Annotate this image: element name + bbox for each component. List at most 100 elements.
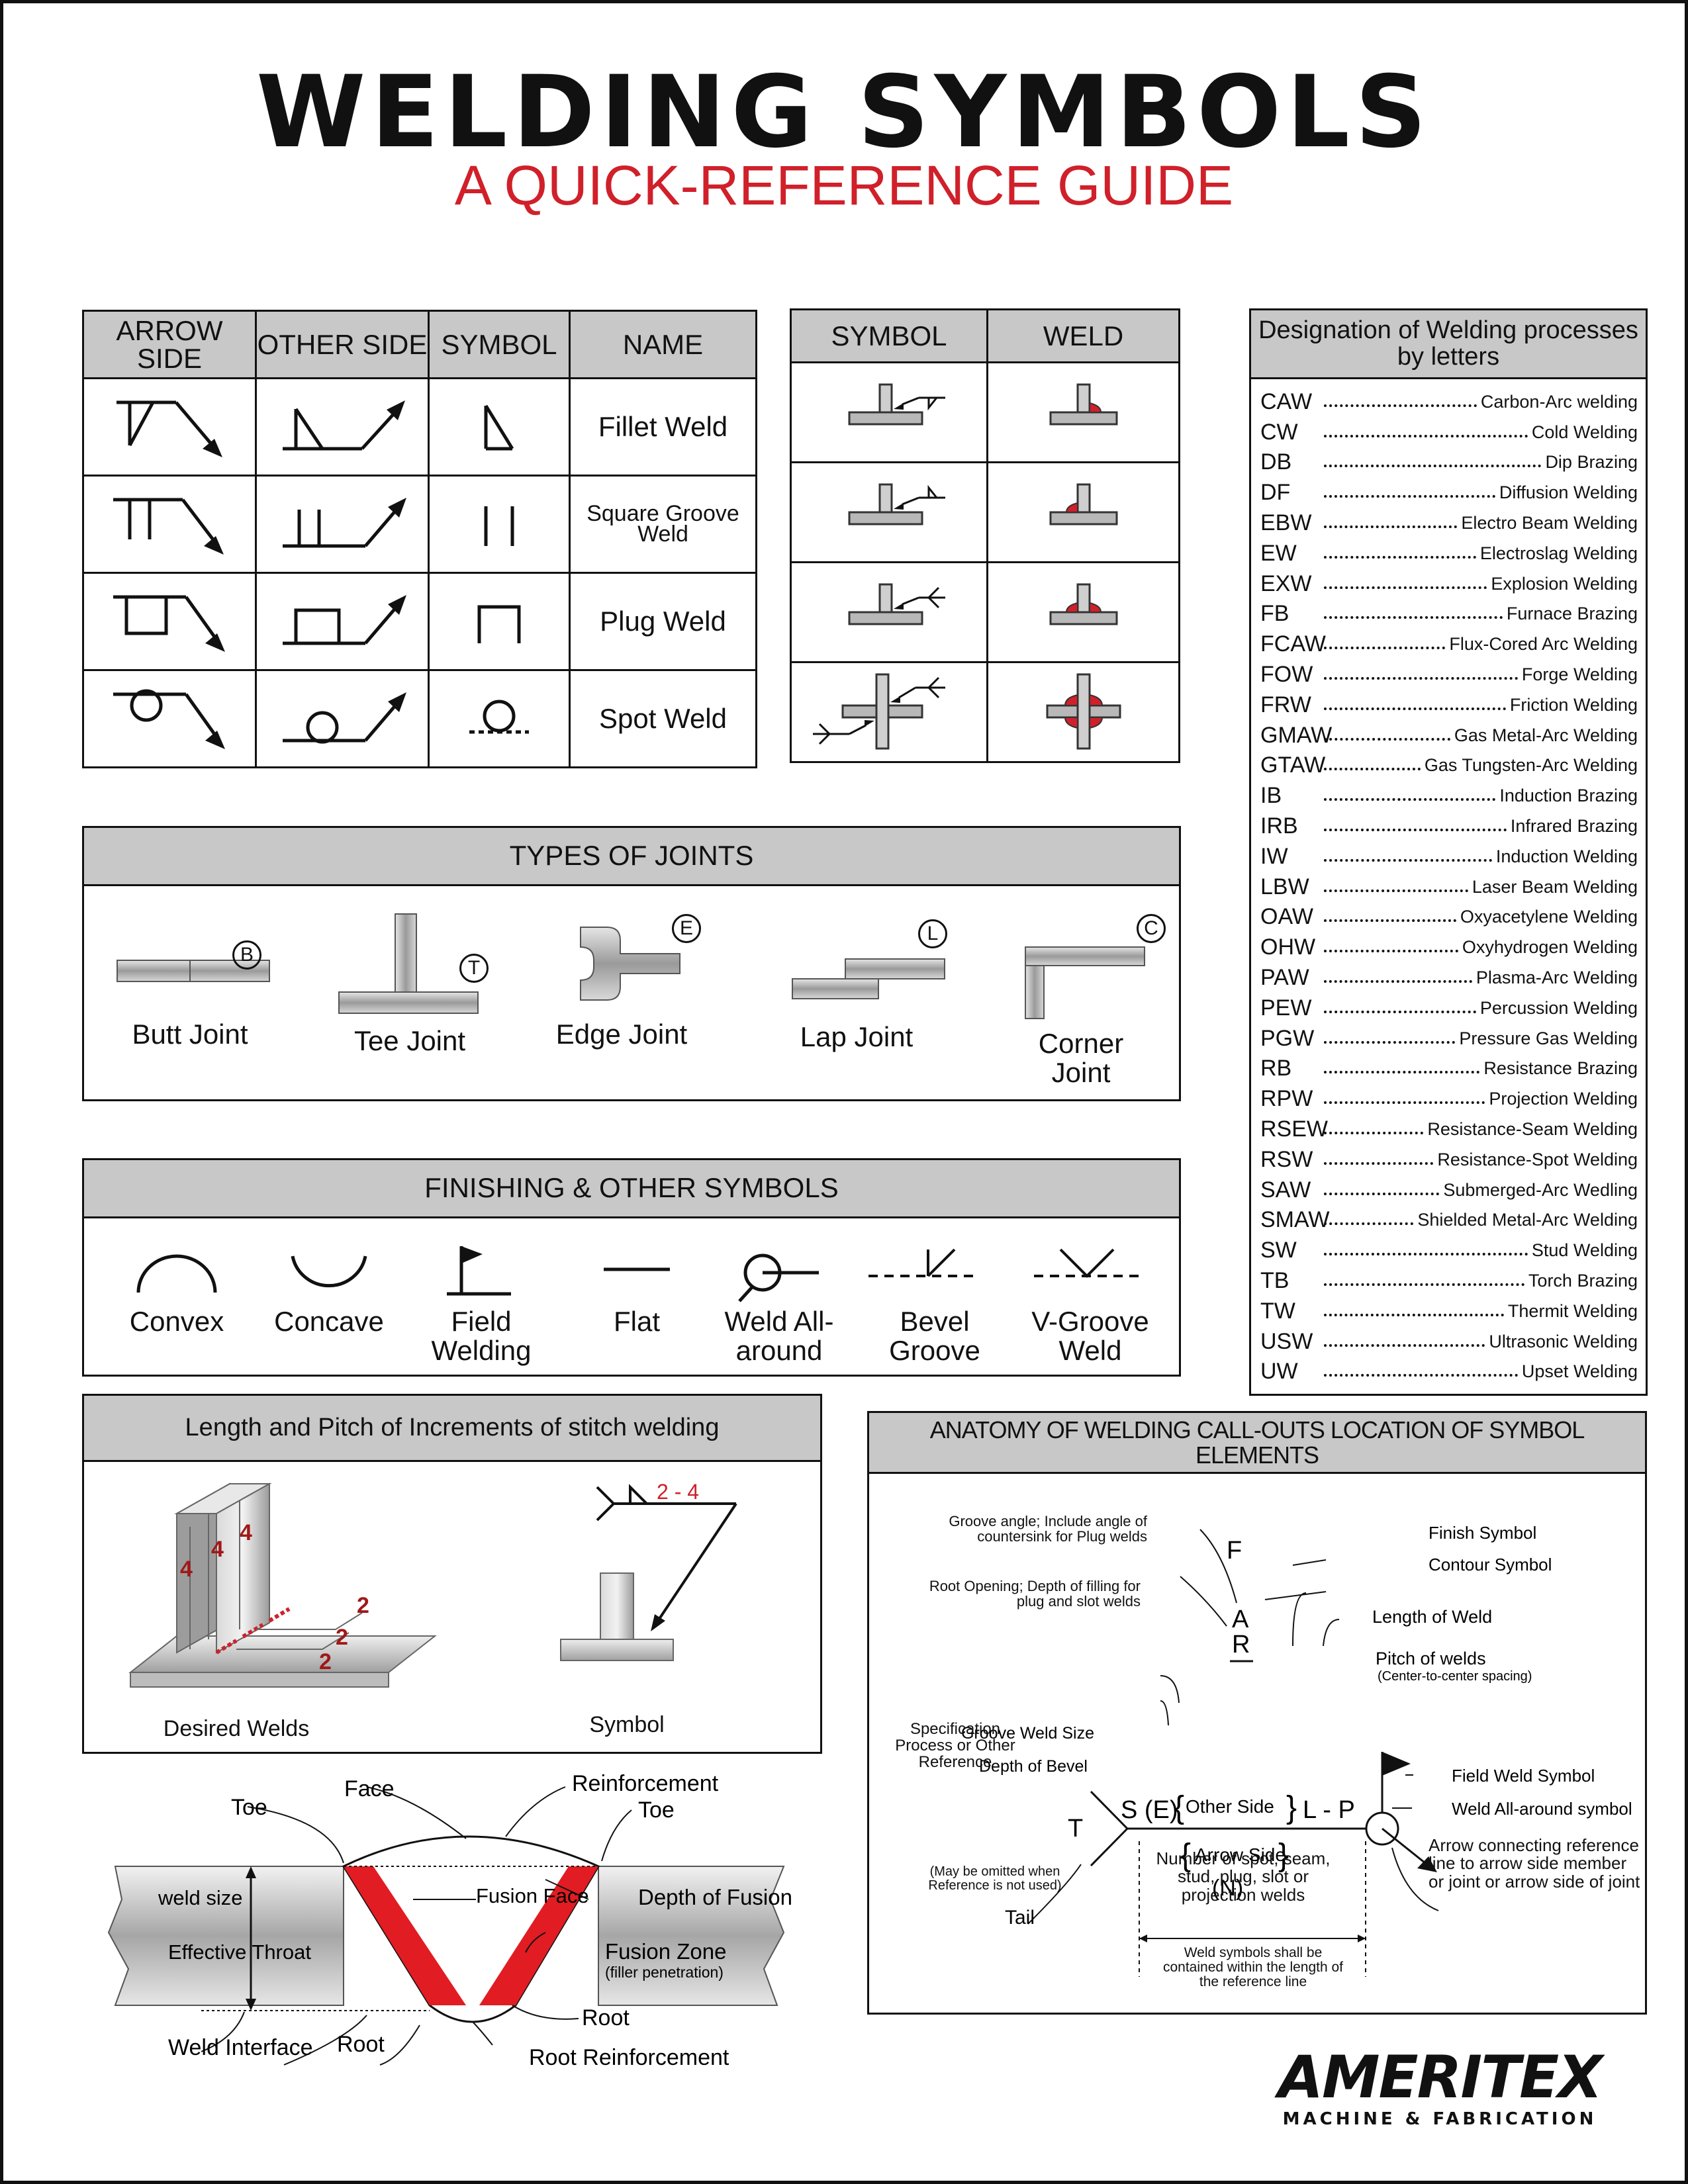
butt-joint-label: Butt Joint xyxy=(132,1019,248,1050)
process-name: Pressure Gas Welding xyxy=(1459,1028,1638,1048)
v-groove-label: V-Groove Weld xyxy=(1031,1306,1149,1367)
process-code: PGW xyxy=(1260,1025,1315,1051)
dot-leader xyxy=(1324,495,1495,498)
process-code: RPW xyxy=(1260,1086,1313,1112)
process-code: TW xyxy=(1260,1298,1295,1324)
weld-all-around-icon xyxy=(738,1253,819,1302)
process-code: USW xyxy=(1260,1328,1313,1354)
process-name: Submerged-Arc Wedling xyxy=(1443,1179,1638,1200)
edge-joint-label: Edge Joint xyxy=(555,1019,688,1050)
process-name: Dip Brazing xyxy=(1545,452,1638,473)
plug-arrow-side-icon xyxy=(113,595,225,652)
specification-label: Specification Process or Other Reference xyxy=(895,1720,1015,1772)
col-name: NAME xyxy=(569,310,757,379)
process-name: Upset Welding xyxy=(1521,1361,1638,1382)
field-welding-icon xyxy=(447,1246,511,1296)
reinforcement-label: Reinforcement xyxy=(572,1771,719,1796)
fusion-zone-label: Fusion Zone xyxy=(605,1939,726,1964)
table-row xyxy=(790,661,1180,763)
bevel-groove-label: Bevel Groove xyxy=(889,1306,980,1367)
pitch-note: (Center-to-center spacing) xyxy=(1378,1669,1532,1684)
table-row xyxy=(790,461,1180,563)
process-name: Gas Tungsten-Arc Welding xyxy=(1424,755,1638,776)
dot-leader xyxy=(1324,1283,1524,1286)
fillet-other-weld-icon xyxy=(1049,483,1117,525)
root-label-right: Root xyxy=(582,2005,630,2030)
process-name: Electro Beam Welding xyxy=(1461,512,1638,533)
stitch-pitch-label: 2 xyxy=(336,1625,348,1650)
process-name: Induction Brazing xyxy=(1499,786,1638,806)
anatomy-panel: ANATOMY OF WELDING CALL-OUTS LOCATION OF… xyxy=(867,1411,1647,2015)
fillet-other-symbol-icon xyxy=(848,483,945,525)
anatomy-N: (N) xyxy=(1212,1876,1243,1901)
dot-leader xyxy=(1324,979,1472,983)
brace-left: { xyxy=(1174,1790,1184,1825)
symbol-weld-table: SYMBOL WELD xyxy=(790,308,1180,763)
stitch-length-label: 4 xyxy=(240,1520,252,1545)
brace-left-2: { xyxy=(1180,1838,1191,1873)
process-name: Resistance-Seam Welding xyxy=(1427,1118,1638,1139)
dot-leader xyxy=(1324,1343,1485,1347)
desired-welds-label: Desired Welds xyxy=(163,1716,310,1741)
stitch-length-label: 4 xyxy=(211,1537,224,1562)
tee-letter: T xyxy=(459,954,489,983)
finishing-panel: FINISHING & OTHER SYMBOLS Convex Concave… xyxy=(82,1158,1181,1377)
process-code: EW xyxy=(1260,540,1297,566)
process-name: Torch Brazing xyxy=(1528,1270,1638,1291)
fillet-both-weld-icon xyxy=(1049,583,1117,625)
stitch-title: Length and Pitch of Increments of stitch… xyxy=(84,1396,820,1462)
anatomy-S-E: S (E) xyxy=(1121,1796,1178,1824)
anatomy-R: R xyxy=(1232,1631,1250,1659)
process-name: Stud Welding xyxy=(1531,1240,1638,1261)
dot-leader xyxy=(1324,647,1446,650)
dot-leader xyxy=(1324,919,1456,923)
process-code: CAW xyxy=(1260,388,1313,414)
arrow-connecting-note: Arrow connecting reference line to arrow… xyxy=(1429,1835,1640,1891)
dot-leader xyxy=(1324,465,1542,468)
process-name: Laser Beam Welding xyxy=(1472,876,1638,897)
name-plug: Plug Weld xyxy=(569,572,757,671)
fillet-other-side-icon xyxy=(283,400,405,450)
fusion-face-label: Fusion Face xyxy=(476,1884,589,1907)
anatomy-T: T xyxy=(1068,1815,1083,1843)
contour-symbol-label: Contour Symbol xyxy=(1429,1555,1552,1574)
anatomy-title: ANATOMY OF WELDING CALL-OUTS LOCATION OF… xyxy=(869,1413,1645,1474)
dot-leader xyxy=(1324,616,1503,619)
stitch-symbol-value: 2 - 4 xyxy=(657,1480,699,1504)
symbols-table: ARROW SIDE OTHER SIDE SYMBOL NAME Fillet… xyxy=(82,310,757,768)
dot-leader xyxy=(1324,676,1518,680)
stitch-panel: Length and Pitch of Increments of stitch… xyxy=(82,1394,822,1754)
name-fillet: Fillet Weld xyxy=(569,377,757,477)
dot-leader xyxy=(1324,586,1487,589)
process-code: FB xyxy=(1260,601,1289,627)
dot-leader xyxy=(1324,555,1476,559)
flat-label: Flat xyxy=(613,1306,660,1337)
number-of-welds-note: Number of spot, seam, stud, plug, slot o… xyxy=(1156,1848,1331,1905)
col-symbol: SYMBOL xyxy=(428,310,571,379)
anatomy-L-P: L - P xyxy=(1303,1796,1355,1824)
lap-joint-label: Lap Joint xyxy=(800,1021,914,1052)
process-code: LBW xyxy=(1260,874,1309,899)
tee-joint-label: Tee Joint xyxy=(353,1025,466,1056)
list-item: LBW Laser Beam Welding xyxy=(1251,870,1646,900)
brace-right: } xyxy=(1286,1790,1297,1825)
table-row: Fillet Weld xyxy=(82,377,757,477)
joints-panel: TYPES OF JOINTS B Butt Joint T Tee Joint… xyxy=(82,826,1181,1101)
field-welding-label: Field Welding xyxy=(431,1306,532,1367)
